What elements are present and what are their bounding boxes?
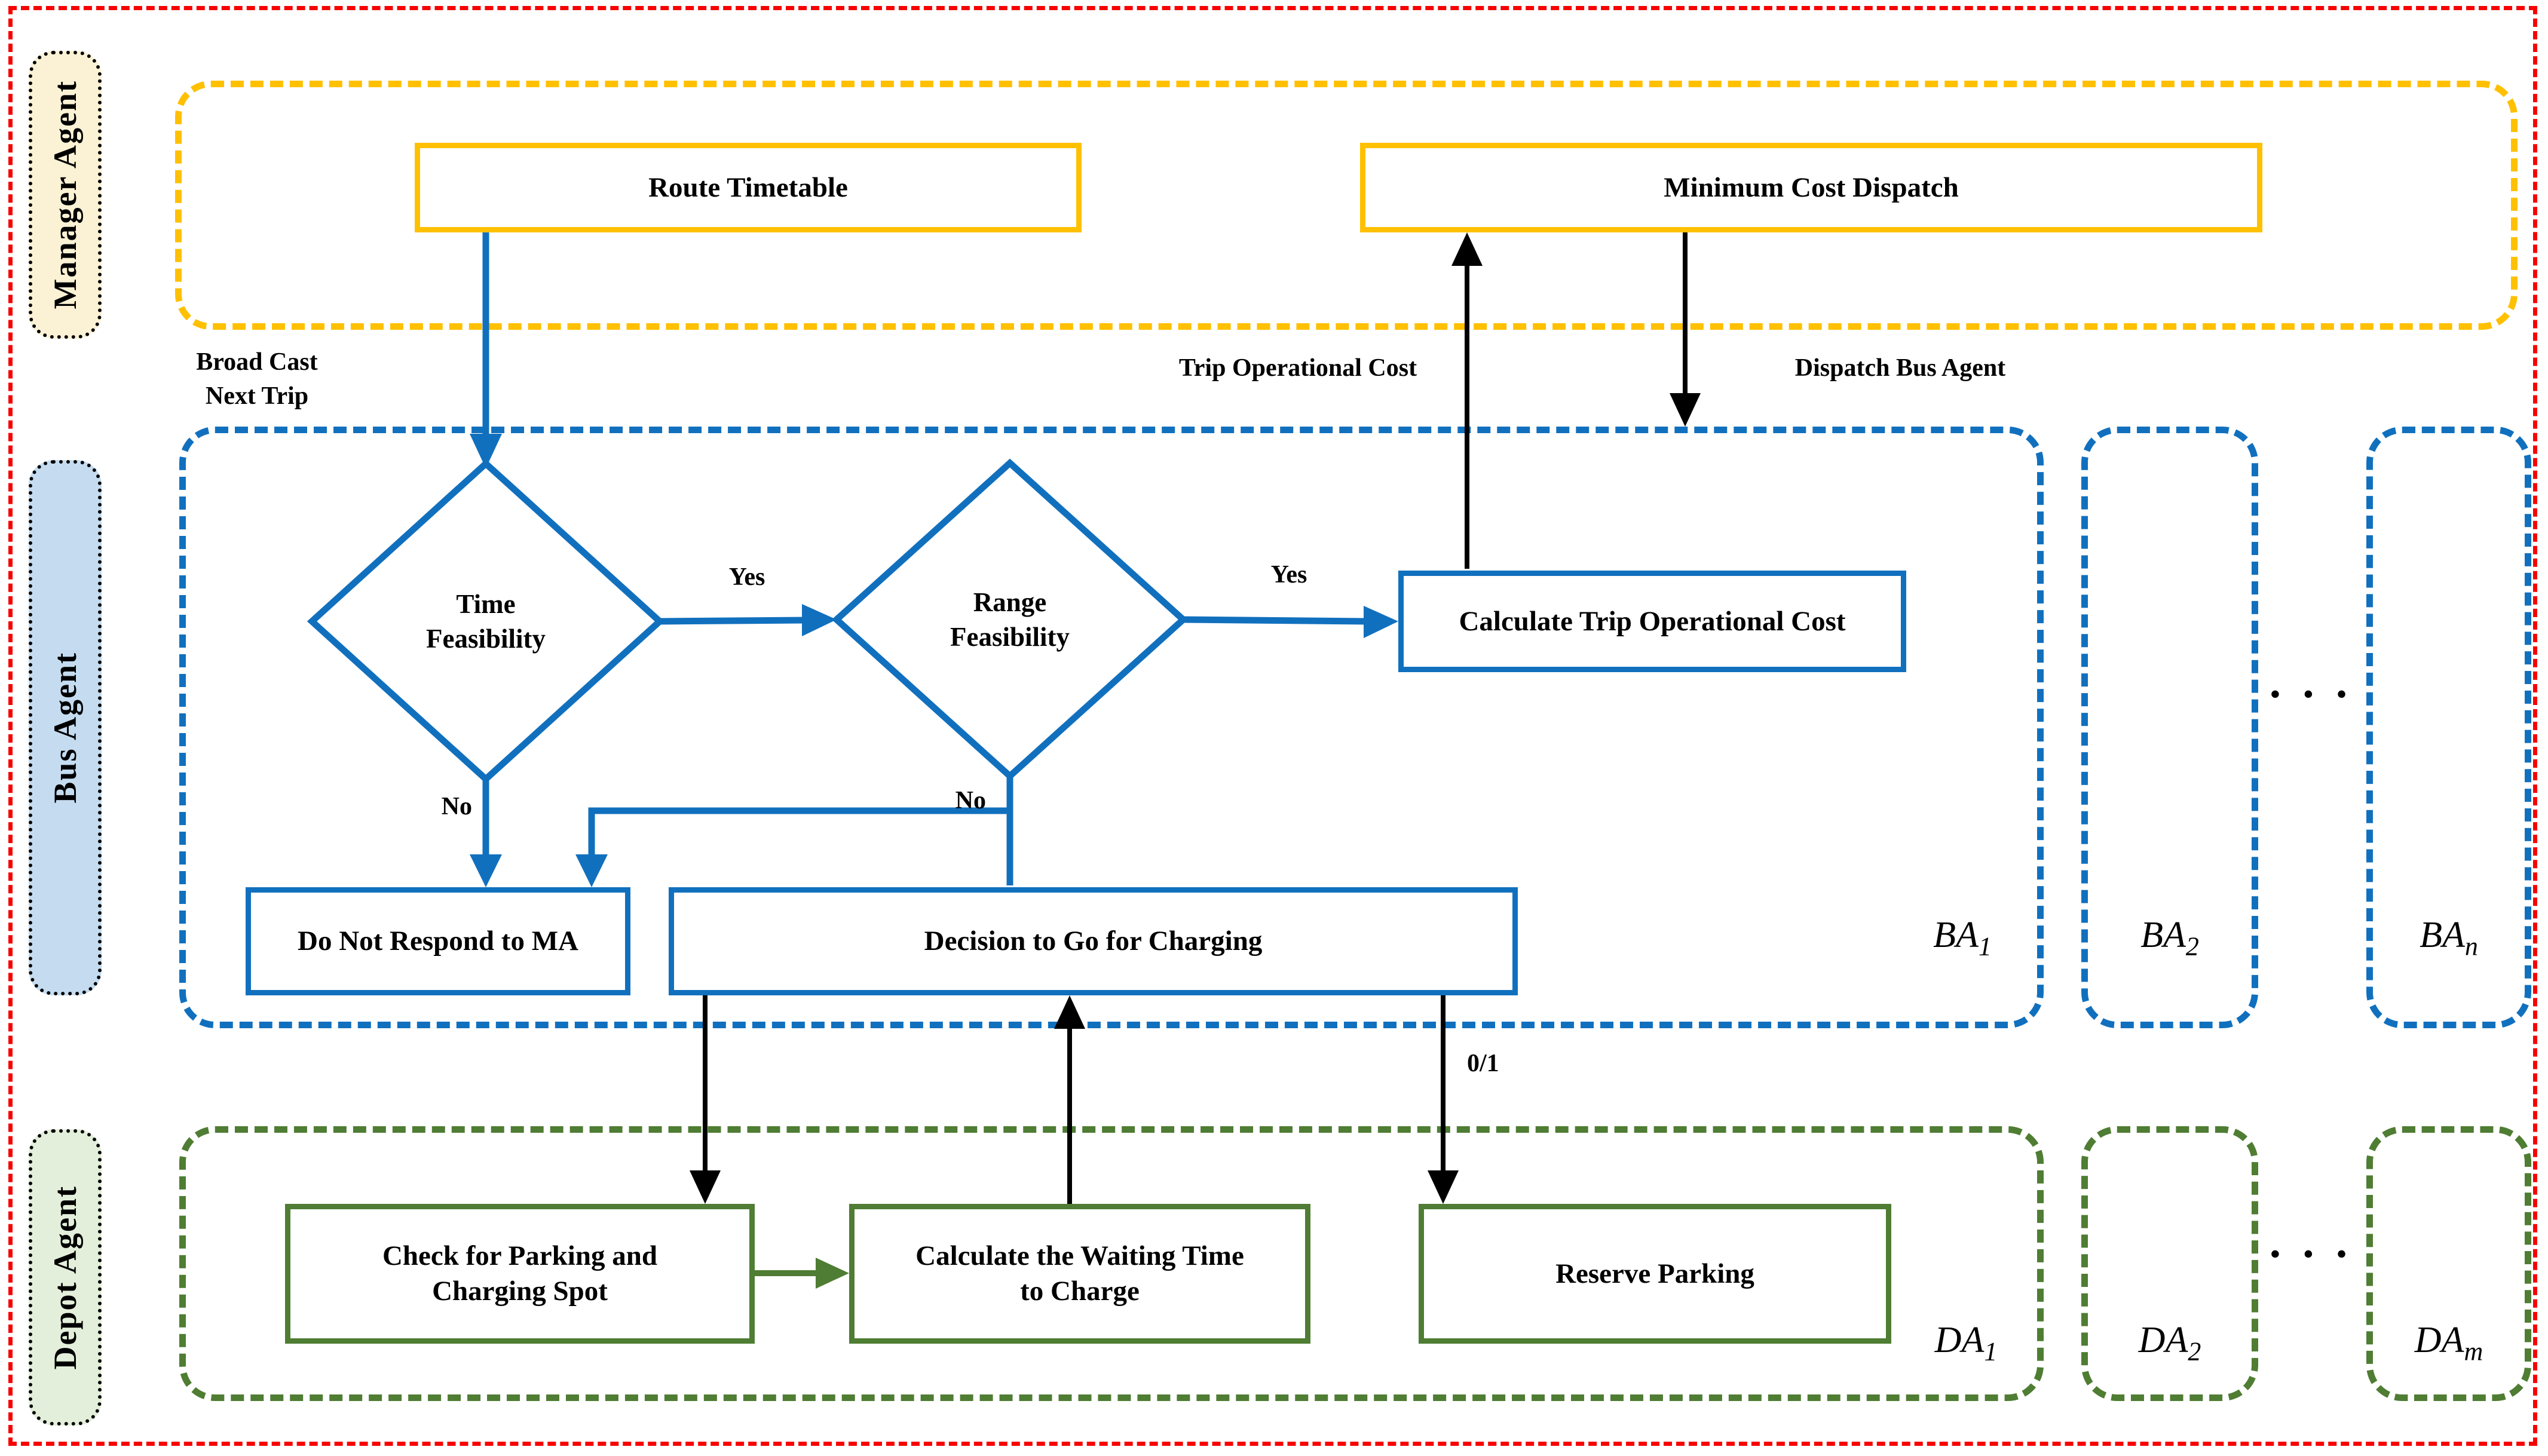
zero-one-label: 0/1 — [1467, 1050, 1499, 1077]
range-feasibility-line1: Range — [973, 587, 1047, 617]
ba2-label: BA2 — [2104, 914, 2235, 961]
lane-label-depot-agent: Depot Agent — [29, 1129, 102, 1426]
bus-agent-container-ba1 — [179, 427, 2044, 1028]
da2-label: DA2 — [2104, 1319, 2235, 1366]
ba2-base: BA — [2140, 915, 2186, 955]
ban-label: BAn — [2383, 914, 2515, 961]
lane-label-manager-agent: Manager Agent — [29, 51, 102, 339]
dispatch-bus-agent-label: Dispatch Bus Agent — [1794, 354, 2006, 382]
yes-time-label: Yes — [728, 563, 765, 591]
check-parking-line2: Charging Spot — [432, 1276, 608, 1307]
reserve-parking-text: Reserve Parking — [1555, 1258, 1754, 1289]
calculate-waiting-line2: to Charge — [1020, 1276, 1140, 1307]
da2-base: DA — [2138, 1320, 2188, 1360]
ba1-base: BA — [1933, 915, 1979, 955]
check-parking-line1: Check for Parking and — [382, 1240, 658, 1272]
dam-sub: m — [2464, 1337, 2483, 1366]
calculate-waiting-line1: Calculate the Waiting Time — [915, 1240, 1244, 1272]
ba1-label: BA1 — [1897, 914, 2028, 961]
da1-sub: 1 — [1984, 1337, 1998, 1366]
route-timetable-box: Route Timetable — [415, 143, 1082, 232]
bus-agent-label: Bus Agent — [47, 652, 83, 804]
time-feasibility-text: Time Feasibility — [354, 565, 617, 678]
bus-agent-container-ba2 — [2081, 427, 2258, 1028]
manager-agent-label: Manager Agent — [47, 80, 83, 309]
minimum-cost-dispatch-box: Minimum Cost Dispatch — [1360, 143, 2262, 232]
time-feasibility-line1: Time — [456, 588, 516, 619]
do-not-respond-text: Do Not Respond to MA — [298, 925, 578, 957]
ba1-sub: 1 — [1978, 931, 1992, 961]
manager-agent-container — [175, 81, 2518, 330]
depot-agent-container-dam — [2366, 1126, 2531, 1401]
ban-sub: n — [2464, 931, 2478, 961]
calculate-waiting-box: Calculate the Waiting Time to Charge — [849, 1204, 1310, 1344]
ba2-sub: 2 — [2185, 931, 2199, 961]
broadcast-line2: Next Trip — [205, 382, 309, 410]
broadcast-next-trip-label: Broad Cast Next Trip — [164, 345, 350, 413]
bus-agent-container-ban — [2366, 427, 2531, 1028]
decision-charging-text: Decision to Go for Charging — [924, 925, 1263, 957]
decision-charging-box: Decision to Go for Charging — [669, 887, 1518, 995]
do-not-respond-box: Do Not Respond to MA — [246, 887, 630, 995]
da1-base: DA — [1934, 1320, 1984, 1360]
calculate-trip-cost-box: Calculate Trip Operational Cost — [1398, 571, 1906, 672]
lane-label-bus-agent: Bus Agent — [29, 460, 102, 995]
yes-range-label: Yes — [1270, 561, 1307, 588]
dam-base: DA — [2414, 1320, 2464, 1360]
check-parking-box: Check for Parking and Charging Spot — [285, 1204, 755, 1344]
range-feasibility-text: Range Feasibility — [878, 563, 1141, 676]
reserve-parking-box: Reserve Parking — [1419, 1204, 1891, 1344]
da2-sub: 2 — [2188, 1337, 2201, 1366]
no-time-label: No — [441, 793, 472, 820]
da1-label: DA1 — [1900, 1319, 2032, 1366]
trip-operational-cost-label: Trip Operational Cost — [1178, 354, 1417, 382]
ban-base: BA — [2420, 915, 2465, 955]
broadcast-line1: Broad Cast — [196, 348, 318, 376]
outer-dashed-border — [8, 6, 2537, 1446]
depot-agent-label: Depot Agent — [47, 1185, 83, 1370]
route-timetable-text: Route Timetable — [648, 171, 848, 203]
minimum-cost-dispatch-text: Minimum Cost Dispatch — [1664, 171, 1959, 203]
dam-label: DAm — [2383, 1319, 2515, 1366]
calculate-trip-cost-text: Calculate Trip Operational Cost — [1459, 605, 1846, 637]
depot-agent-container-da1 — [179, 1126, 2044, 1401]
depot-agents-ellipsis: • • • — [2270, 1239, 2355, 1269]
no-range-label: No — [955, 787, 986, 814]
depot-agent-container-da2 — [2081, 1126, 2258, 1401]
range-feasibility-line2: Feasibility — [950, 622, 1070, 652]
bus-agents-ellipsis: • • • — [2270, 679, 2355, 709]
time-feasibility-line2: Feasibility — [426, 624, 546, 654]
